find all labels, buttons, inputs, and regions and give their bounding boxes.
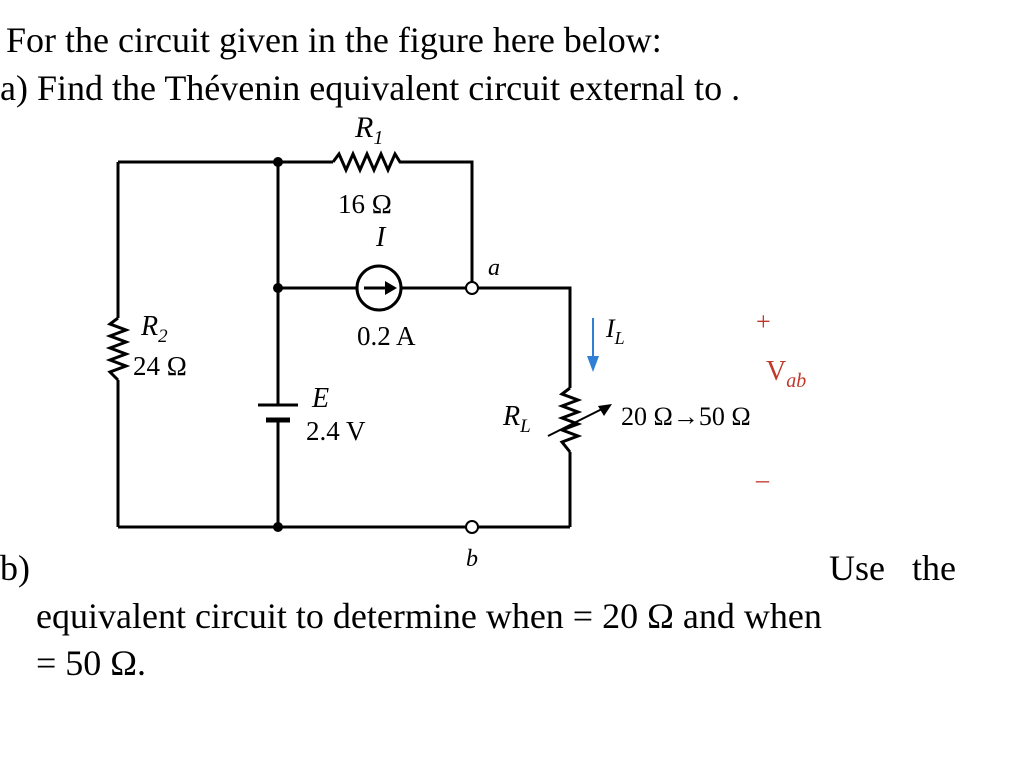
terminal-b (465, 520, 479, 534)
part-b-line-2: equivalent circuit to determine when = 2… (36, 596, 822, 636)
il-arrow-icon (587, 318, 599, 372)
part-b-use: Use the (829, 548, 956, 588)
node-b-label: b (466, 546, 478, 572)
vab-plus: + (756, 307, 771, 336)
current-source (355, 264, 403, 312)
part-b-label: b) (0, 548, 30, 588)
source-i-label: I (375, 222, 387, 253)
junction-dot (273, 522, 283, 532)
terminal-a (465, 281, 479, 295)
vab-label: Vab (766, 356, 806, 392)
current-arrow-icon (385, 281, 397, 295)
source-i-value: 0.2 A (357, 321, 416, 351)
node-a-label: a (488, 255, 500, 281)
part-b-line-3: = 50 Ω. (36, 643, 147, 683)
wire-top (118, 160, 474, 286)
il-label: IL (605, 314, 625, 348)
vab-minus: – (755, 465, 770, 494)
rl-range: 20 Ω→50 Ω (621, 402, 751, 431)
r1-value: 16 Ω (338, 189, 392, 219)
r2-resistor (105, 316, 131, 382)
wire-a-to-rl (472, 286, 572, 527)
battery-e (258, 403, 298, 430)
circuit-wires (116, 160, 572, 529)
source-e-value: 2.4 V (306, 416, 366, 446)
source-e-label: E (311, 383, 329, 414)
rl-arrowhead-icon (598, 404, 612, 416)
r2-label: R2 (140, 311, 168, 347)
rl-variable-arrow (547, 405, 609, 437)
junction-dot (273, 157, 283, 167)
r2-value: 24 Ω (133, 351, 187, 381)
rl-label: RL (502, 401, 531, 437)
part-a-question: a) Find the Thévenin equivalent circuit … (0, 68, 741, 108)
junction-dot (273, 283, 283, 293)
problem-intro: For the circuit given in the figure here… (6, 20, 662, 60)
r1-resistor (331, 150, 405, 174)
rl-resistor (557, 386, 583, 453)
r1-label: R1 (354, 111, 383, 149)
